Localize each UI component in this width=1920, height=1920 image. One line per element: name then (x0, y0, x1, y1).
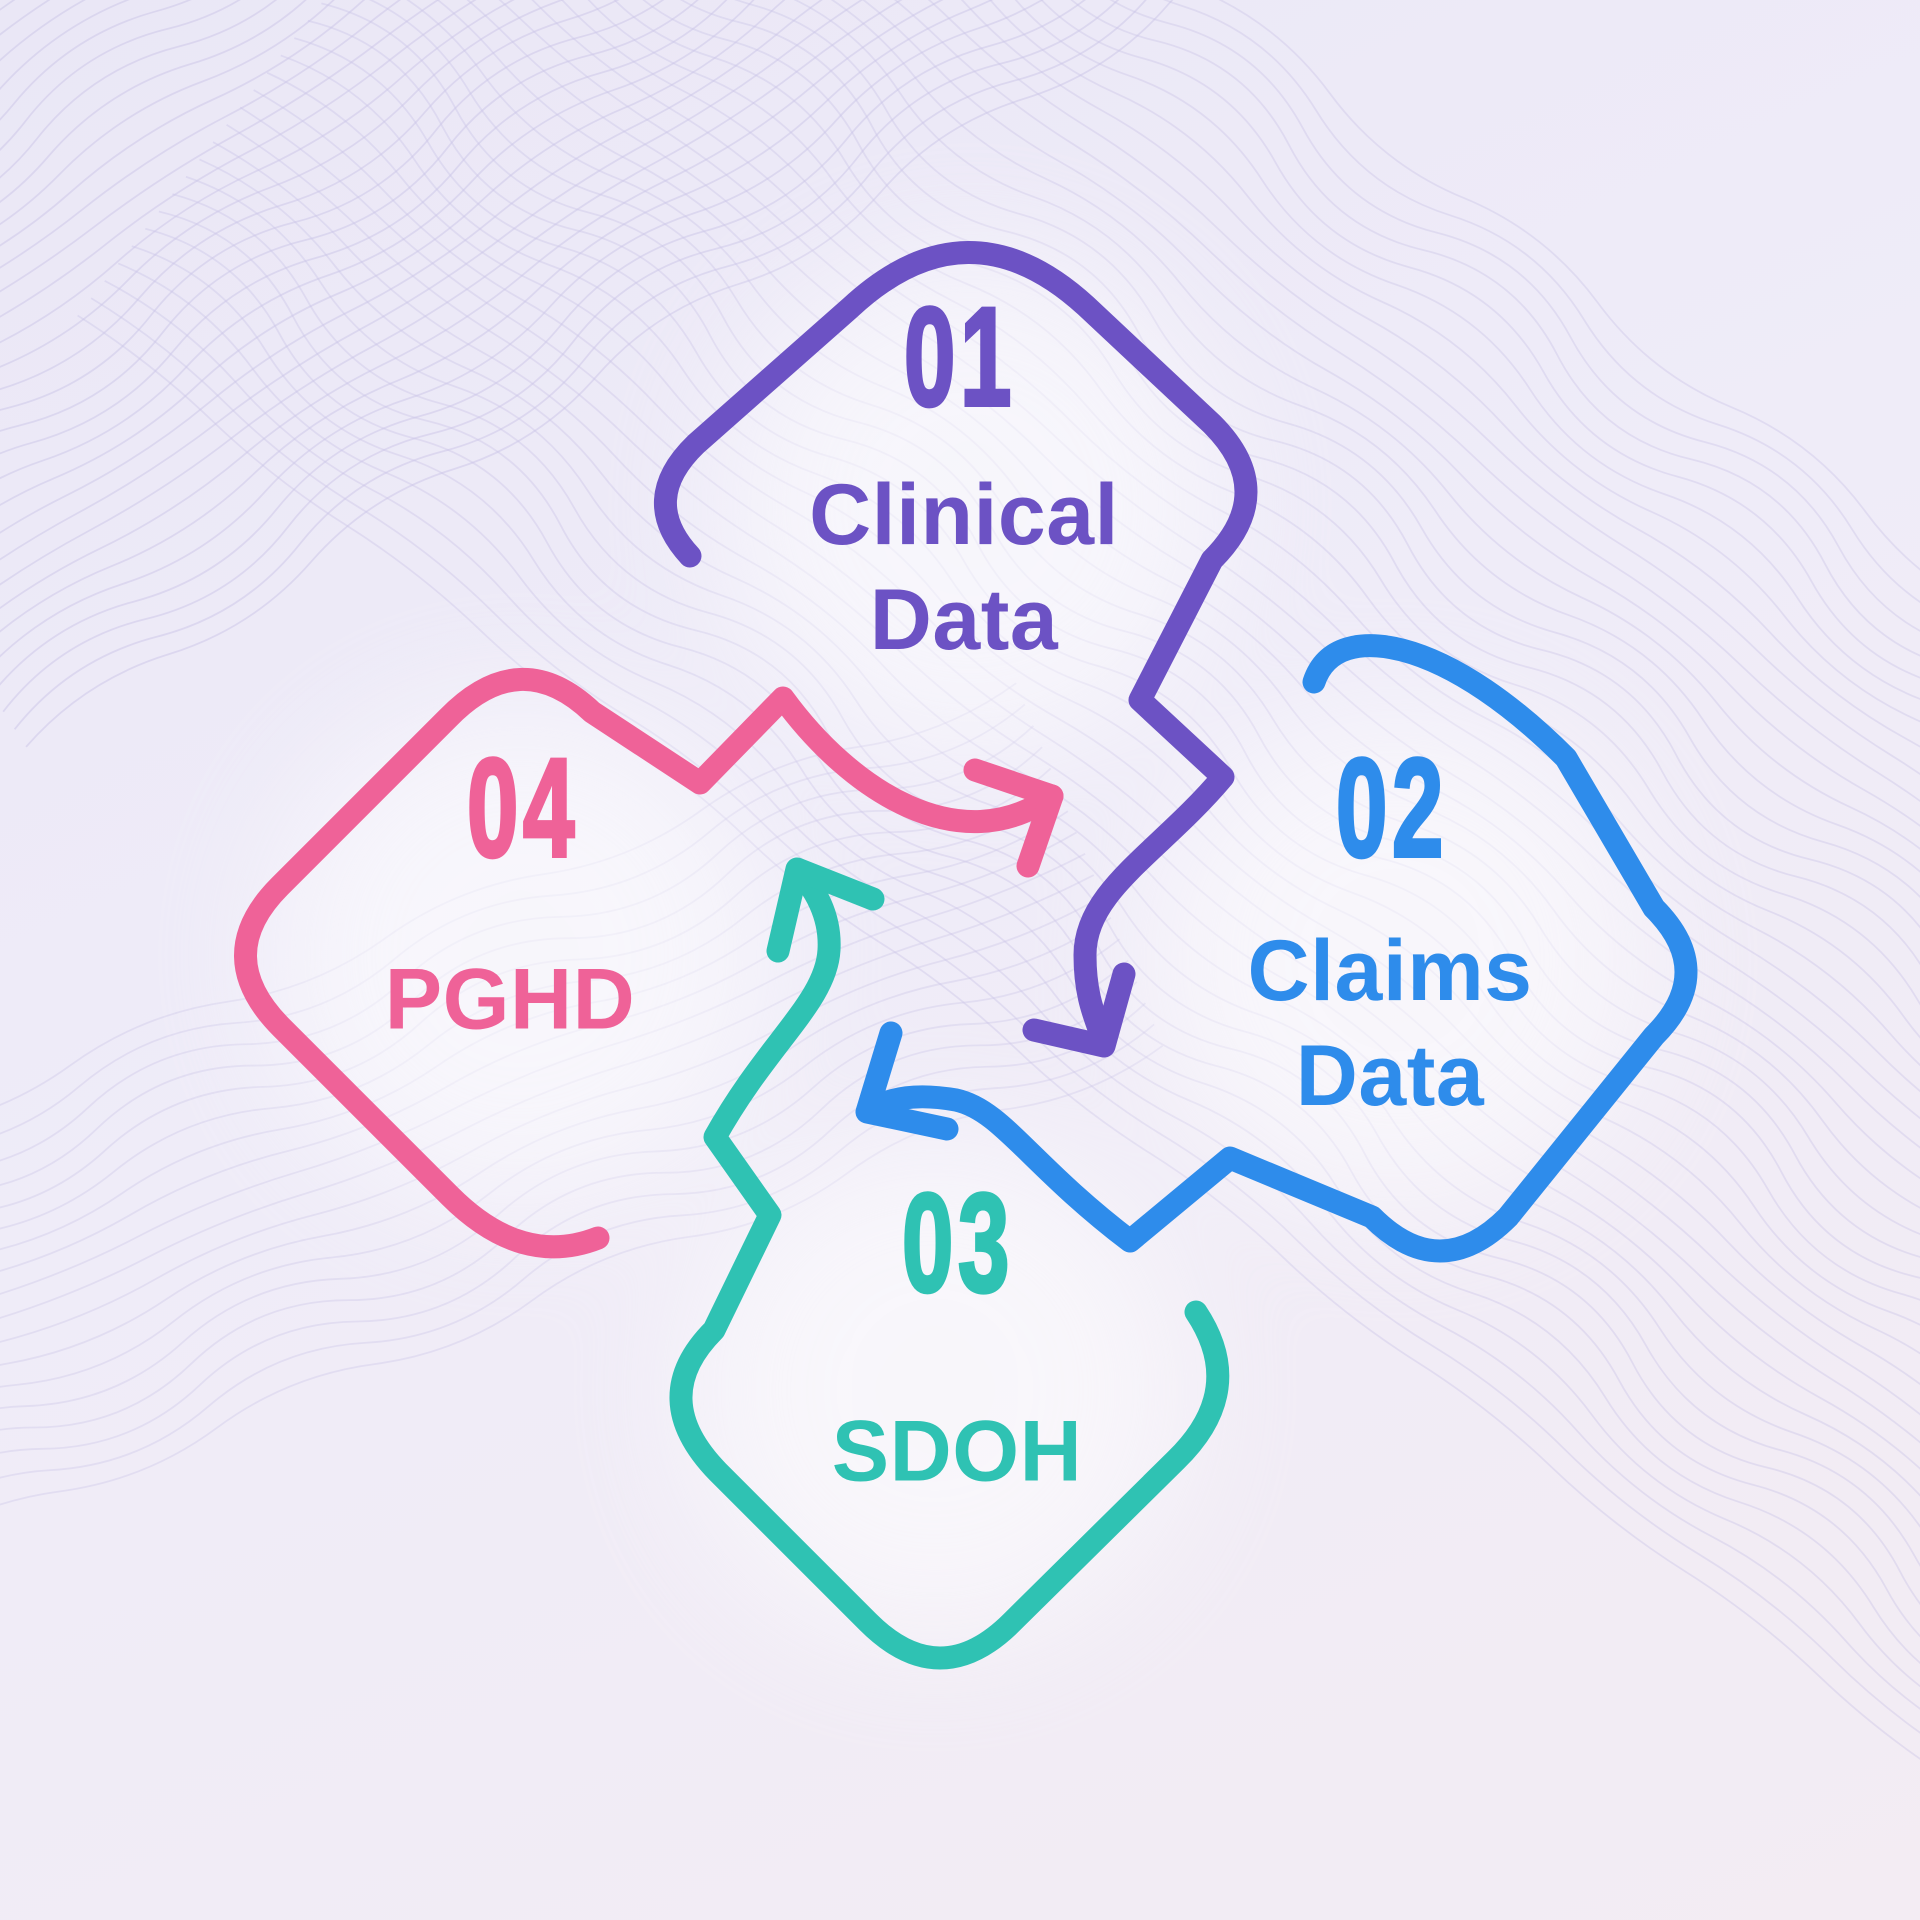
arrow-02-to-03-icon (855, 1021, 959, 1141)
shape-04-pghd (234, 668, 1064, 1259)
step-02-label: Claims Data (1247, 923, 1533, 1124)
shape-04-outline (234, 668, 1064, 1259)
shape-glows (270, 255, 1646, 1640)
shape-01-outline (654, 241, 1258, 1056)
arrow-04-to-01-icon (963, 758, 1064, 878)
shape-02-outline (857, 634, 1698, 1263)
shape-03-sdoh (669, 857, 1230, 1670)
shape-03-outline (669, 860, 1230, 1670)
arrow-01-to-02-icon (1022, 962, 1136, 1058)
step-04-number: 04 (466, 729, 580, 886)
step-04-label: PGHD (384, 951, 636, 1048)
shape-01-clinical-data (654, 241, 1258, 1058)
step-03-number: 03 (901, 1164, 1015, 1321)
shape-02-claims-data (855, 634, 1698, 1263)
step-02-number: 02 (1335, 729, 1449, 886)
step-03-label: SDOH (831, 1403, 1083, 1500)
arrow-03-to-04-icon (766, 857, 885, 963)
step-01-number: 01 (903, 278, 1017, 435)
step-01-label: Clinical Data (809, 467, 1119, 668)
